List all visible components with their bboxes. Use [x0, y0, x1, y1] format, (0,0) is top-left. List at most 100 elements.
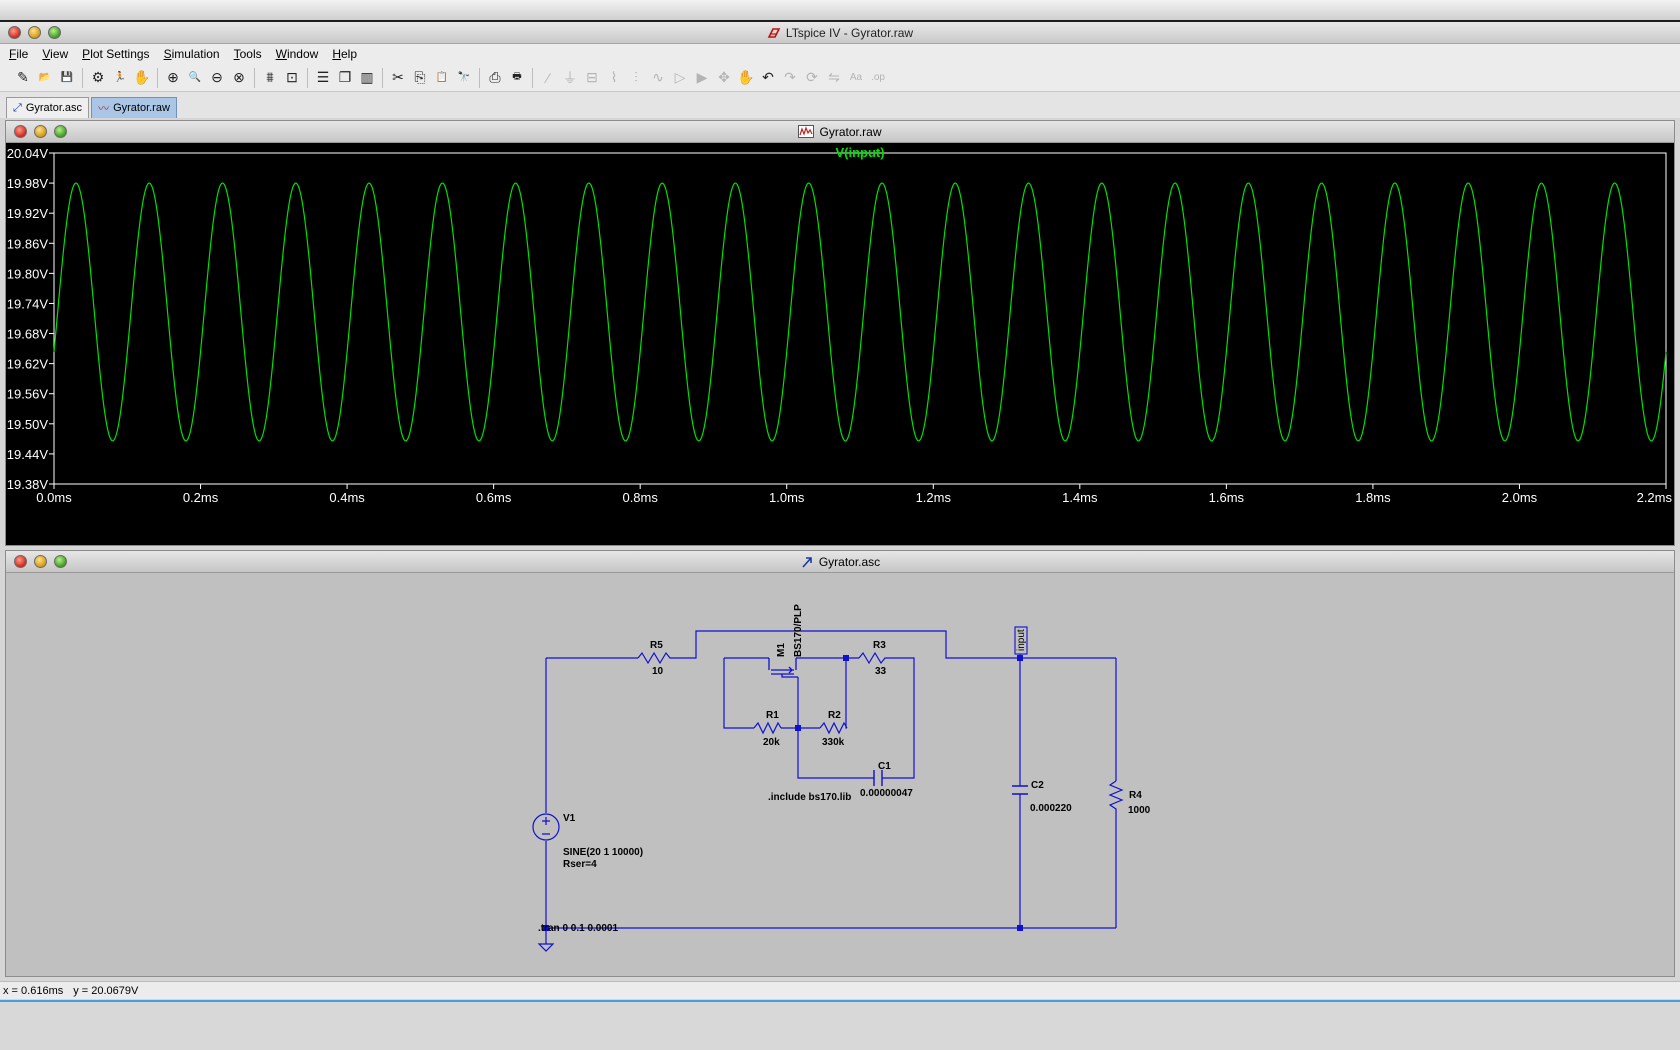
wire[interactable] [845, 658, 847, 729]
delete-trace-icon[interactable]: ⊡ [286, 69, 298, 85]
draw-wire-icon[interactable]: ∕ [546, 69, 550, 86]
plot-maximize-button[interactable] [54, 125, 67, 138]
cascade-icon[interactable]: ❐ [338, 69, 352, 85]
menu-plot-settings[interactable]: Plot Settings [82, 47, 150, 61]
schematic-close-button[interactable] [14, 555, 27, 568]
undo-icon[interactable]: ↶ [762, 69, 774, 85]
resistor-r3[interactable] [858, 651, 887, 665]
mirror-icon[interactable]: ⇋ [828, 69, 840, 85]
zoom-pan-icon[interactable]: 🔍 [188, 72, 202, 83]
drag-icon[interactable]: ✋ [737, 69, 755, 85]
schematic-drawing[interactable]: input R5 10 R3 33 R1 20k R2 330k C1 0.00… [6, 573, 1674, 976]
y-tick-label: 19.38V [7, 477, 49, 492]
y-tick-label: 19.50V [7, 417, 49, 432]
capacitor-c2[interactable] [1012, 785, 1028, 795]
paste-icon[interactable]: 📋 [435, 72, 449, 83]
spice-directive-icon[interactable]: .op [871, 72, 885, 83]
redo-icon[interactable]: ↷ [784, 69, 796, 85]
wire[interactable] [674, 630, 1116, 659]
save-icon[interactable]: 💾 [60, 72, 74, 83]
plot-minimize-button[interactable] [34, 125, 47, 138]
autorange-icon[interactable]: ⩩ [266, 69, 274, 85]
toolbar-separator [82, 67, 83, 88]
x-tick-label: 2.2ms [1637, 490, 1673, 505]
x-tick-label: 0.2ms [183, 490, 219, 505]
net-label-input[interactable]: input [1014, 626, 1028, 658]
move-icon[interactable]: ✥ [718, 69, 730, 85]
zoom-fit-icon[interactable]: ⊗ [233, 69, 245, 85]
new-schematic-icon[interactable]: ✎ [17, 69, 29, 85]
plot-frame [53, 152, 1667, 485]
copy-icon[interactable]: ⎘ [414, 69, 426, 85]
control-panel-icon[interactable]: ⚙ [91, 69, 105, 85]
resistor-r5[interactable] [637, 651, 674, 665]
find-icon[interactable]: 🔭 [457, 72, 471, 83]
schematic-maximize-button[interactable] [54, 555, 67, 568]
capacitor-c1[interactable] [873, 770, 883, 786]
wires [545, 630, 1117, 929]
cut-icon[interactable]: ✂ [392, 69, 404, 85]
ground-icon[interactable]: ⏚ [563, 69, 577, 86]
tile-vertical-icon[interactable]: ▥ [360, 69, 374, 85]
open-icon[interactable]: 📂 [38, 72, 52, 83]
inductor-icon[interactable]: ∿ [652, 69, 664, 85]
zoom-in-icon[interactable]: ⊕ [167, 69, 179, 85]
schematic-minimize-button[interactable] [34, 555, 47, 568]
run-icon[interactable]: 🏃 [113, 72, 127, 83]
app-title: LTspice IV - Gyrator.raw [785, 25, 914, 40]
tab-gyrator-raw[interactable]: 〰Gyrator.raw [91, 97, 177, 118]
r3-value: 33 [875, 666, 887, 677]
text-icon[interactable]: Aa [849, 72, 863, 83]
menu-tools[interactable]: Tools [233, 47, 262, 61]
mosfet-m1[interactable] [768, 658, 798, 678]
component-icon[interactable]: ▶ [696, 69, 708, 85]
menu-simulation[interactable]: Simulation [163, 47, 220, 61]
zoom-out-icon[interactable]: ⊖ [211, 69, 223, 85]
resistor-r4[interactable] [1108, 780, 1124, 811]
trace-label[interactable]: V(input) [835, 145, 884, 160]
wire[interactable] [882, 657, 915, 779]
r4-value: 1000 [1128, 805, 1151, 816]
x-tick-label: 0.8ms [622, 490, 658, 505]
minimize-button[interactable] [28, 26, 41, 39]
resistor-icon[interactable]: ⌇ [610, 69, 618, 85]
print-setup-icon[interactable]: ⎙ [489, 69, 501, 85]
tile-horizontal-icon[interactable]: ☰ [316, 69, 330, 85]
menu-view[interactable]: View [42, 47, 69, 61]
include-directive[interactable]: .include bs170.lib [768, 792, 851, 803]
x-tick-label: 1.4ms [1062, 490, 1098, 505]
plot-window-title-bar[interactable]: Gyrator.raw [6, 121, 1674, 143]
x-tick-label: 0.4ms [329, 490, 365, 505]
diode-icon[interactable]: ▷ [674, 69, 686, 85]
zoom-button[interactable] [48, 26, 61, 39]
toolbar: ✎ 📂 💾 ⚙ 🏃 ✋ ⊕ 🔍 ⊖ ⊗ ⩩ ⊡ ☰ ❐ ▥ ✂ ⎘ 📋 🔭 ⎙ 🖶 ∕ ⏚ ⊟ ⌇ ⫶ ∿ ▷ ▶ ✥ ✋ ↶ ↷ ⟳ ⇋ Aa .op [0, 64, 1680, 92]
close-button[interactable] [8, 26, 21, 39]
trace-line[interactable] [53, 182, 1667, 442]
wire[interactable] [797, 728, 874, 779]
os-top-bar [0, 0, 1680, 22]
voltage-source-v1[interactable] [532, 813, 560, 841]
waveform-plot[interactable]: 20.04V19.98V19.92V19.86V19.80V19.74V19.6… [6, 143, 1674, 545]
print-icon[interactable]: 🖶 [512, 71, 522, 82]
plot-close-button[interactable] [14, 125, 27, 138]
x-tick-label: 0.6ms [476, 490, 512, 505]
x-tick-label: 1.2ms [916, 490, 952, 505]
resistor-r2[interactable] [819, 721, 848, 735]
tab-label: Gyrator.raw [113, 102, 170, 114]
menu-file[interactable]: File [9, 47, 29, 61]
net-label-text: input [1016, 629, 1027, 651]
capacitor-icon[interactable]: ⫶ [634, 69, 638, 85]
wire[interactable] [723, 658, 754, 729]
tran-directive[interactable]: .tran 0 0.1 0.0001 [538, 923, 618, 934]
tab-gyrator-asc[interactable]: ⤢Gyrator.asc [6, 97, 90, 118]
menu-help[interactable]: Help [332, 47, 357, 61]
schematic-window-title-bar[interactable]: Gyrator.asc [6, 551, 1674, 573]
label-net-icon[interactable]: ⊟ [586, 69, 598, 85]
resistor-r1[interactable] [753, 721, 782, 735]
menu-window[interactable]: Window [275, 47, 319, 61]
schematic-canvas[interactable]: input R5 10 R3 33 R1 20k R2 330k C1 0.00… [6, 573, 1674, 976]
rotate-icon[interactable]: ⟳ [806, 69, 818, 85]
pan-icon[interactable]: ✋ [133, 69, 151, 85]
